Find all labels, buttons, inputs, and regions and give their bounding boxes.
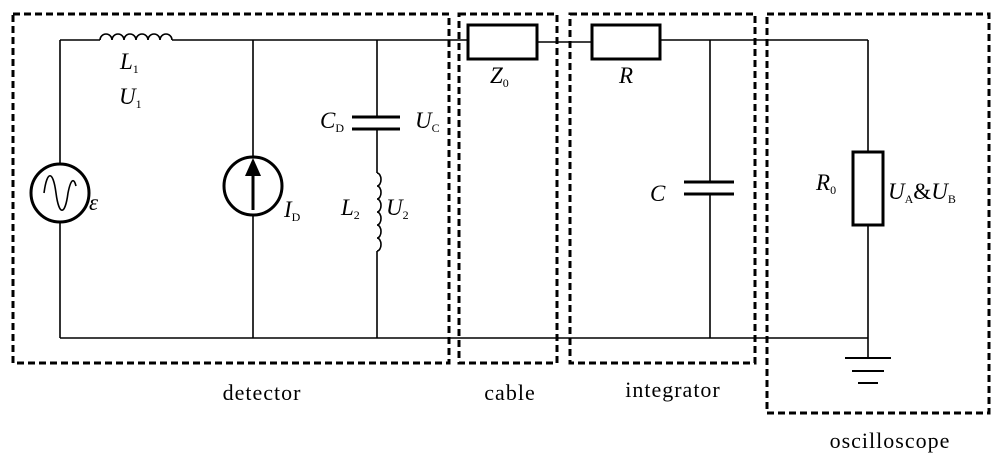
inductor-l1 <box>99 33 173 41</box>
oscilloscope-box <box>765 12 991 415</box>
top-wire <box>60 39 868 43</box>
caption-oscilloscope: oscilloscope <box>830 428 951 453</box>
resistor-r0 <box>851 40 885 358</box>
caption-integrator: integrator <box>625 377 721 402</box>
label-l2: L2 <box>340 195 360 222</box>
label-cd: CD <box>320 108 344 135</box>
caption-detector: detector <box>223 380 302 405</box>
current-source-id <box>222 40 284 338</box>
detector-box <box>11 12 451 365</box>
label-c: C <box>650 181 666 206</box>
label-r0: R0 <box>815 170 836 197</box>
inductor-l2 <box>376 172 382 338</box>
label-uc: UC <box>415 108 440 135</box>
capacitor-c <box>684 40 734 338</box>
label-r: R <box>618 63 633 88</box>
capacitor-cd <box>352 40 400 173</box>
integrator-box <box>568 12 757 365</box>
label-epsilon: ε <box>89 190 99 215</box>
caption-cable: cable <box>484 380 535 405</box>
label-ua-ub: UA&UB <box>888 179 956 206</box>
label-u2: U2 <box>386 195 409 222</box>
voltage-source-epsilon <box>29 40 91 338</box>
label-z0: Z0 <box>490 63 509 90</box>
ground-icon <box>845 357 891 384</box>
resistor-r <box>590 23 662 61</box>
label-id: ID <box>283 197 301 224</box>
label-l1: L1 <box>119 49 139 76</box>
cable-box <box>457 12 559 365</box>
label-u1: U1 <box>119 84 142 111</box>
cable-impedance-z0 <box>466 23 539 61</box>
